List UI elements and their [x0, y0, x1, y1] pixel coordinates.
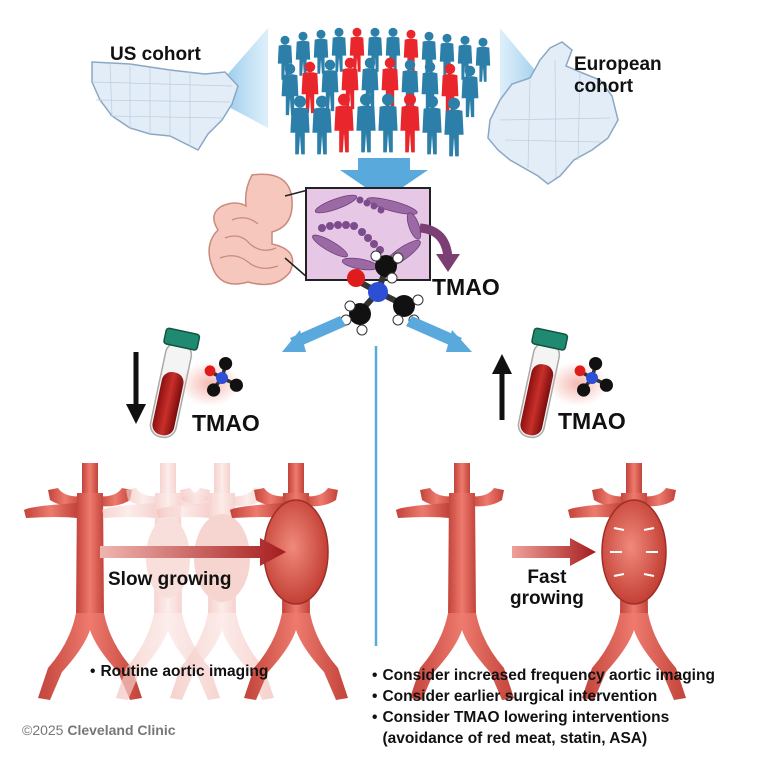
- cohort-crowd: [277, 27, 491, 157]
- right-tmao-molecule-small: [574, 357, 613, 397]
- left-tmao-label: TMAO: [192, 410, 260, 436]
- recommendation-item: •Routine aortic imaging: [90, 663, 269, 680]
- left-blood-tube: [149, 327, 201, 439]
- fast-growing-label-line1: Fast: [527, 567, 567, 588]
- right-branch-arrow: [406, 316, 472, 352]
- left-trend-down-arrow: [126, 352, 146, 424]
- microbiome-panel: [305, 187, 431, 281]
- fast-growth-arrow: [512, 538, 596, 566]
- organization-name: Cleveland Clinic: [67, 722, 176, 738]
- left-tmao-molecule-small: [204, 357, 243, 397]
- left-recommendations: •Routine aortic imaging: [90, 661, 268, 682]
- tmao-production-arrow: [419, 223, 453, 259]
- us-cohort-label: US cohort: [110, 44, 201, 65]
- copyright-credit: ©2025 Cleveland Clinic: [22, 722, 176, 738]
- gut-icon: [208, 173, 294, 286]
- right-recommendations: •Consider increased frequency aortic ima…: [372, 665, 715, 749]
- slow-growth-arrow: [100, 538, 286, 566]
- slow-growing-label: Slow growing: [108, 569, 232, 590]
- copyright-year: ©2025: [22, 722, 64, 738]
- right-aorta-aneurysm: [568, 463, 686, 700]
- recommendation-item: •Consider increased frequency aortic ima…: [372, 667, 715, 684]
- us-map: [91, 61, 239, 151]
- right-blood-tube: [517, 327, 569, 439]
- left-branch-arrow: [282, 316, 346, 352]
- fast-growing-label-line2: growing: [510, 588, 584, 609]
- recommendation-item: •Consider TMAO lowering interventions: [372, 709, 670, 726]
- recommendation-item: •(avoidance of red meat, statin, ASA): [382, 730, 648, 747]
- european-cohort-label: European cohort: [574, 54, 662, 98]
- european-cohort-label-line1: European: [574, 54, 662, 75]
- right-trend-up-arrow: [492, 354, 512, 420]
- tmao-center-label: TMAO: [432, 274, 500, 300]
- europe-map: [487, 41, 619, 185]
- cohort-down-arrow: [340, 158, 428, 200]
- recommendation-item: •Consider earlier surgical intervention: [372, 688, 658, 705]
- right-tmao-label: TMAO: [558, 408, 626, 434]
- european-cohort-label-line2: cohort: [574, 76, 634, 97]
- fast-growing-label: Fast growing: [510, 567, 584, 609]
- tmao-molecule: [340, 250, 424, 336]
